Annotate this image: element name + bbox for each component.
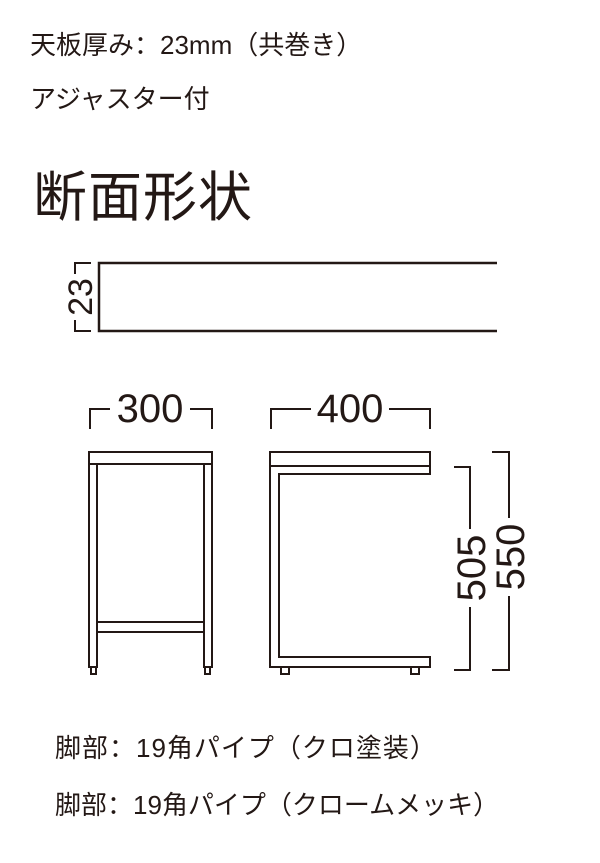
adjuster-spec: アジャスター付: [30, 84, 210, 114]
total-height-dimension-label: 550: [489, 524, 533, 591]
depth-dimension-label: 400: [317, 387, 384, 431]
leg-spec-chrome: 脚部：19角パイプ（クロームメッキ）: [55, 790, 500, 820]
side-c-frame: [269, 465, 431, 668]
section-title: 断面形状: [33, 168, 253, 228]
depth-dimension-line: [270, 408, 431, 429]
width-dimension-line: [89, 408, 213, 429]
front-view: 300: [88, 387, 213, 675]
frame-height-dimension-line: [454, 466, 471, 671]
total-height-dimension: 550: [489, 451, 533, 671]
tabletop-thickness-spec: 天板厚み：23mm（共巻き）: [30, 30, 363, 60]
side-right-foot: [410, 666, 420, 675]
thickness-dimension-label: 23: [62, 278, 100, 316]
frame-height-dimension-label: 505: [450, 535, 494, 602]
leg-spec-black-paint: 脚部：19角パイプ（クロ塗装）: [55, 733, 437, 763]
tabletop-section-profile: [97, 261, 497, 333]
front-tabletop: [88, 451, 213, 465]
side-tabletop: [269, 451, 431, 467]
thickness-dimension: 23: [62, 262, 100, 332]
side-view: 400: [269, 387, 431, 675]
side-left-foot: [280, 666, 290, 675]
front-lower-rail: [96, 621, 205, 633]
width-dimension-label: 300: [117, 387, 184, 431]
total-height-dimension-line: [492, 451, 510, 671]
front-left-leg: [88, 463, 98, 668]
front-left-foot: [90, 666, 97, 675]
front-right-foot: [204, 666, 211, 675]
thickness-dimension-line: [74, 262, 91, 332]
front-right-leg: [203, 463, 213, 668]
frame-height-dimension: 505: [450, 466, 494, 671]
